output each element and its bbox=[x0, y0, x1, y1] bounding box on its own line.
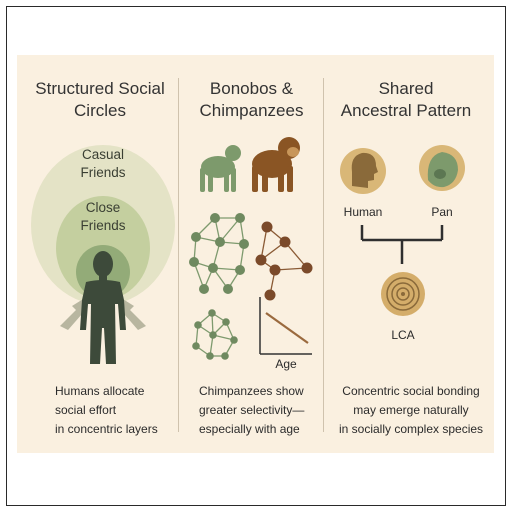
right-arrow-icon bbox=[118, 296, 146, 330]
left-arrow-icon bbox=[60, 296, 88, 330]
green-network-nodes bbox=[189, 213, 249, 294]
column-divider-1 bbox=[178, 78, 179, 432]
column1-title: Structured Social Circles bbox=[35, 79, 165, 120]
column-divider-2 bbox=[323, 78, 324, 432]
close-friends-label: Close Friends bbox=[80, 200, 126, 233]
tree-connector bbox=[360, 225, 444, 264]
pan-head-icon bbox=[419, 145, 465, 191]
age-decline-plot bbox=[259, 297, 312, 355]
human-label: Human bbox=[343, 205, 383, 219]
column2-caption: Chimpanzees show greater selectivity— es… bbox=[199, 384, 305, 436]
lca-label: LCA bbox=[391, 328, 415, 342]
decline-line bbox=[265, 312, 309, 344]
brown-network-nodes bbox=[255, 221, 313, 301]
human-figure-icon bbox=[80, 251, 126, 364]
age-axis-label: Age bbox=[275, 357, 297, 371]
column3-title: Shared Ancestral Pattern bbox=[340, 79, 472, 120]
small-green-network-nodes bbox=[192, 309, 238, 360]
bonobo-icon bbox=[200, 145, 241, 192]
casual-friends-label: Casual Friends bbox=[80, 147, 126, 180]
human-head-icon bbox=[340, 148, 386, 194]
column3-caption: Concentric social bonding may emerge nat… bbox=[338, 384, 484, 436]
column1-caption: Humans allocate social effort in concent… bbox=[55, 384, 158, 436]
chimpanzee-icon bbox=[252, 137, 300, 192]
pan-label: Pan bbox=[431, 205, 453, 219]
lca-concentric-icon bbox=[381, 272, 425, 316]
column2-title: Bonobos & Chimpanzees bbox=[199, 79, 304, 120]
